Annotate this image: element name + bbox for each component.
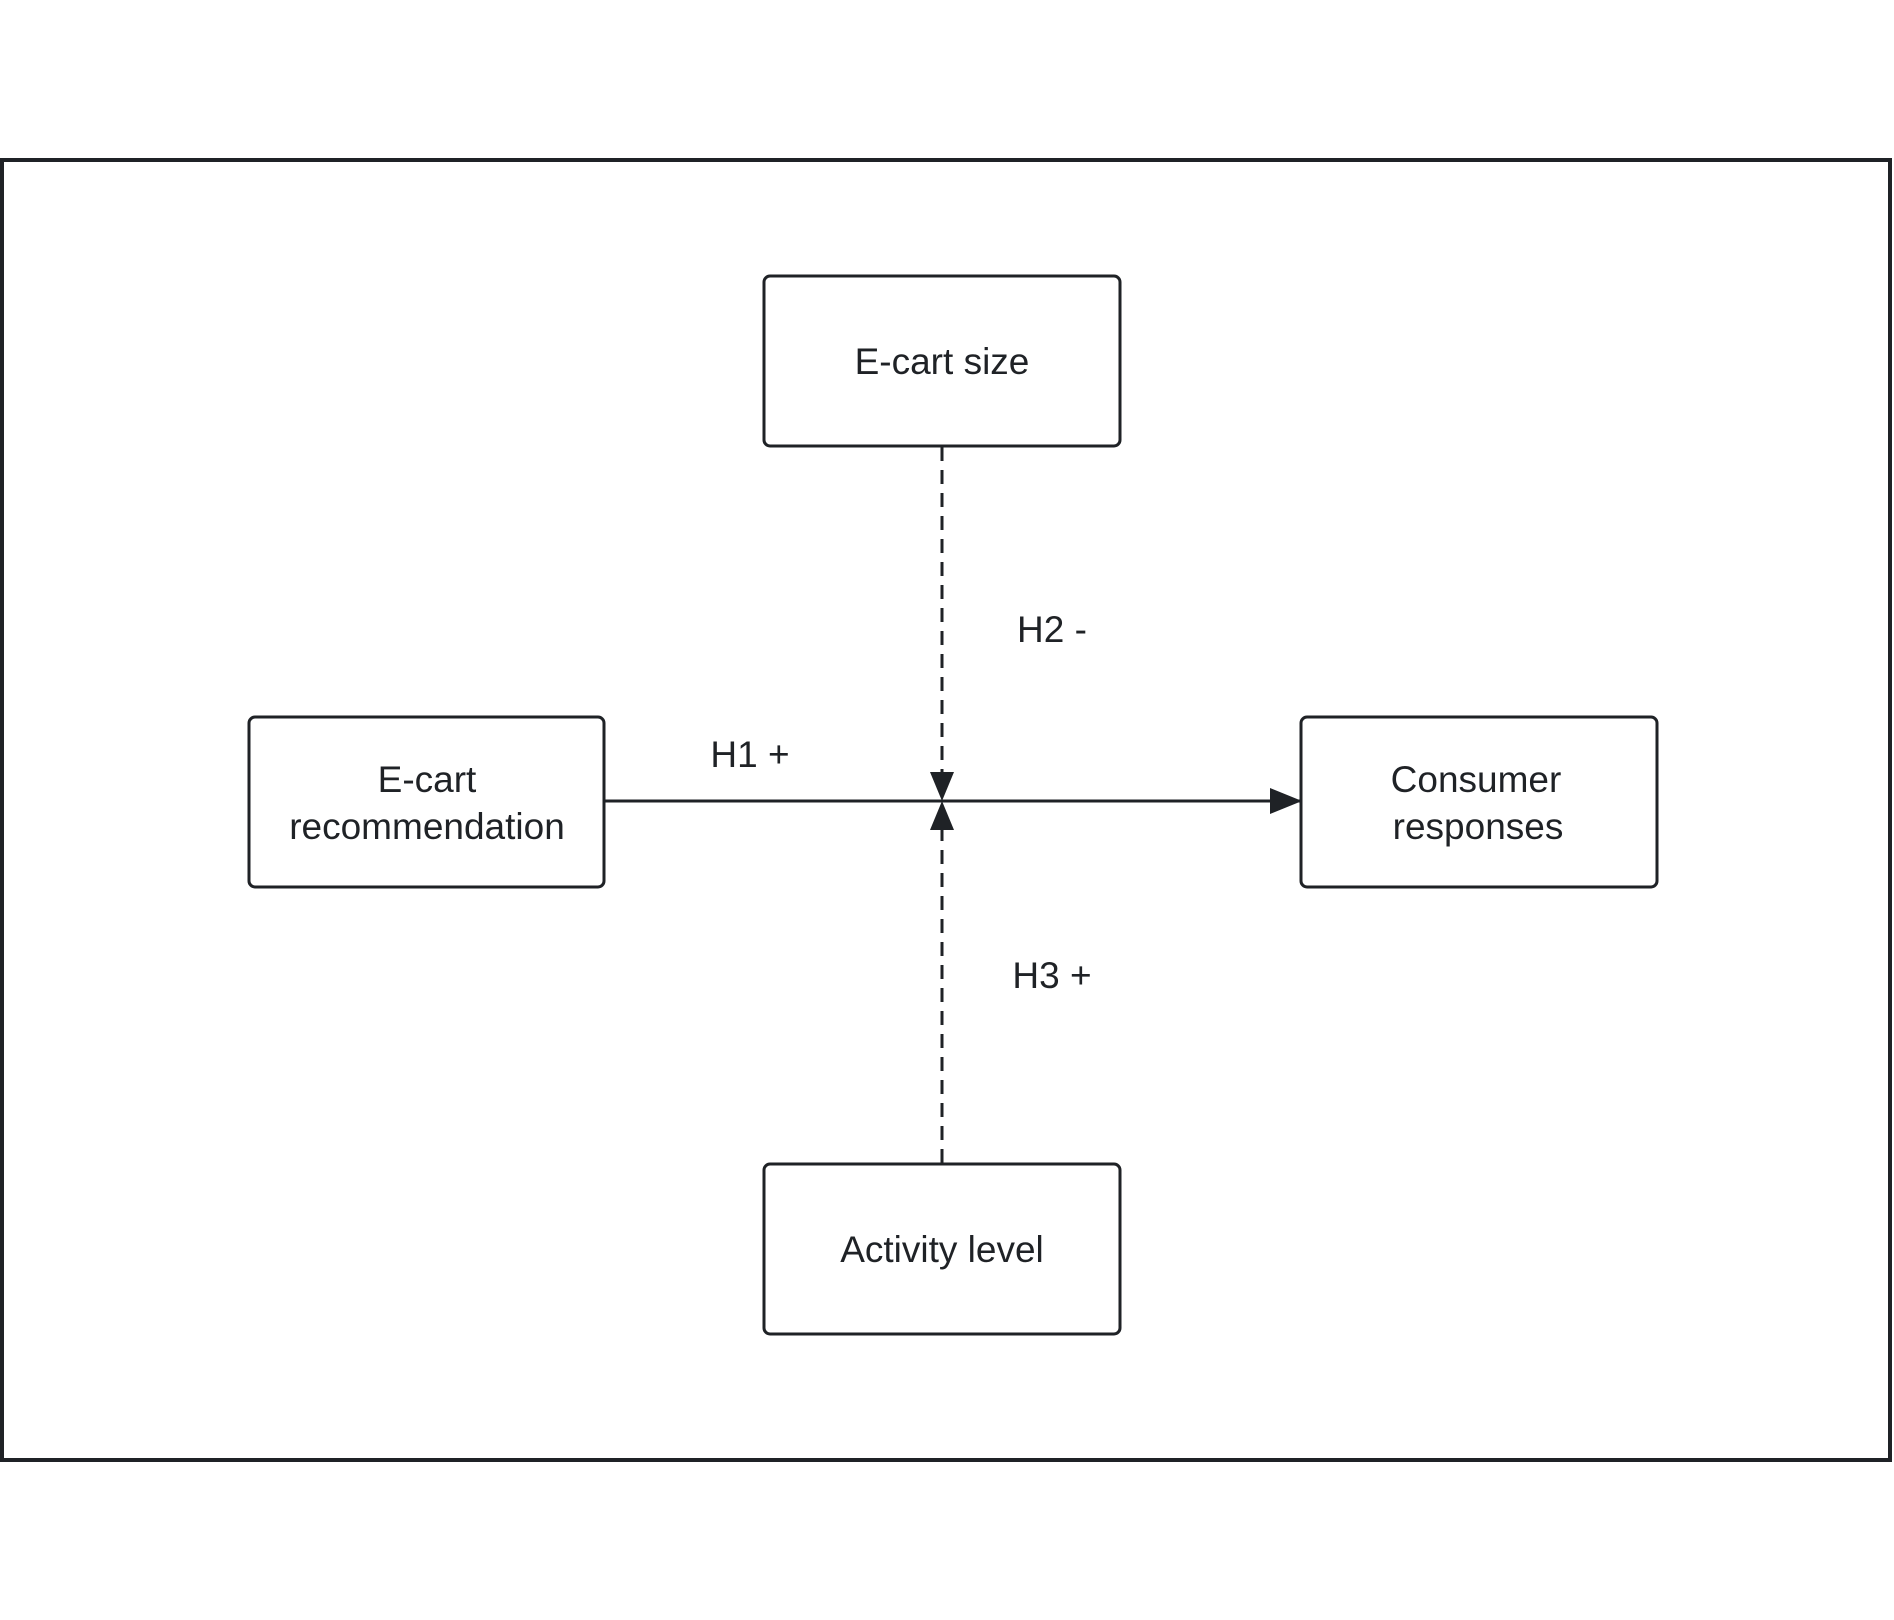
node-consumer-responses-label-line1: Consumer bbox=[1391, 759, 1562, 800]
h2-arrowhead bbox=[930, 772, 954, 801]
node-consumer-responses-box bbox=[1299, 715, 1659, 889]
node-consumer-responses: Consumer responses bbox=[1299, 715, 1659, 889]
node-activity-level-label: Activity level bbox=[840, 1229, 1044, 1270]
h1-arrowhead bbox=[1270, 788, 1302, 814]
node-activity-level: Activity level bbox=[762, 1162, 1122, 1336]
node-ecart-size-box bbox=[762, 274, 1122, 448]
h3-arrowhead bbox=[930, 801, 954, 830]
node-ecart-recommendation-label-line2: recommendation bbox=[289, 806, 565, 847]
node-ecart-recommendation: E-cart recommendation bbox=[247, 715, 606, 889]
node-ecart-size-label: E-cart size bbox=[855, 341, 1030, 382]
edge-label-h3: H3 + bbox=[1012, 955, 1091, 996]
node-consumer-responses-label-line2: responses bbox=[1393, 806, 1564, 847]
node-ecart-size: E-cart size bbox=[762, 274, 1122, 448]
node-ecart-recommendation-label-line1: E-cart bbox=[378, 759, 477, 800]
outer-frame bbox=[0, 158, 1892, 1462]
node-ecart-recommendation-box bbox=[247, 715, 606, 889]
edge-label-h2: H2 - bbox=[1017, 609, 1087, 650]
edge-label-h1: H1 + bbox=[710, 734, 789, 775]
node-activity-level-box bbox=[762, 1162, 1122, 1336]
